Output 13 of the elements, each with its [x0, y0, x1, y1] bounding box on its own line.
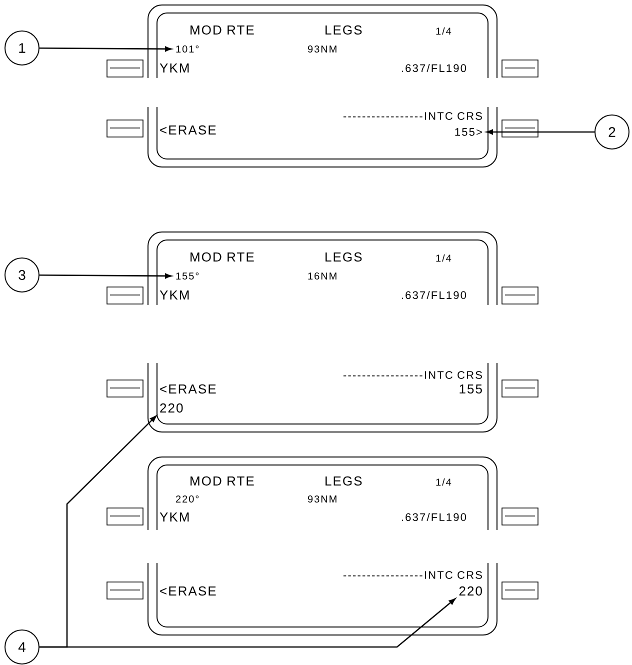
display-text: 220: [160, 403, 183, 413]
callout-number: 2: [594, 114, 630, 150]
callout-number: 3: [4, 258, 40, 292]
display-text: 155°: [176, 272, 199, 280]
callout-number: 4: [4, 630, 40, 664]
display-text: 155>: [455, 128, 482, 136]
callout-number: 1: [4, 30, 40, 66]
leader-arrow: [40, 46, 172, 52]
display-text: 101°: [176, 45, 199, 53]
leader-arrow: [40, 273, 172, 279]
leader-arrow: [486, 129, 594, 135]
display-text: 220: [459, 586, 482, 596]
leader-arrow: [40, 598, 456, 648]
